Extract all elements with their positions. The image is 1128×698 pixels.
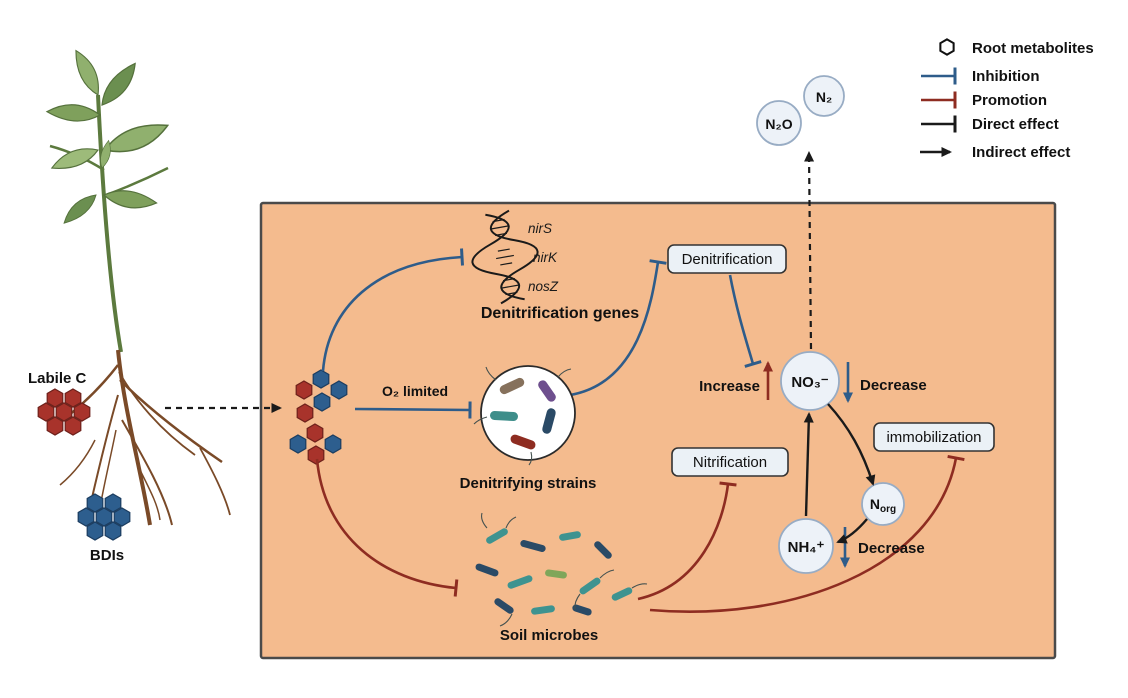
denitrification-box-label: Denitrification [682,251,773,268]
n2o-label: N₂O [765,116,792,132]
nh4-to-no3-arrow [803,412,814,517]
legend-promotion-label: Promotion [972,92,1047,109]
n2-node [803,75,845,117]
nitrification-box [671,447,789,477]
norg-node [861,482,905,526]
no3-label: NO₃⁻ [791,374,828,391]
soil-microbes-label: Soil microbes [500,627,598,644]
legend-direct-effect-label: Direct effect [972,116,1059,133]
soil-microbes-illustration [475,512,648,627]
norg-to-nh4-arrow [836,518,868,544]
plant-stem [96,94,123,353]
immobilization-box [873,422,995,452]
legend-inhibition-label: Inhibition [972,68,1039,85]
promotion-curve-microbes-to-nitrification [637,481,737,601]
root-metabolite-hexagon-icon [939,38,955,56]
inhibition-curve-strains-to-denitrification [569,259,667,397]
labile-c-label: Labile C [28,370,87,387]
no3-decrease-label: Decrease [860,377,927,394]
n2-label: N₂ [816,89,832,105]
o2-limited-label: O₂ limited [382,383,448,399]
promotion-curve-metabolites-to-microbes [315,458,459,597]
no3-node [780,351,840,411]
denitrification-box [667,244,787,274]
denitrifying-strains-circle [473,365,576,466]
gene-nirk-label: nirK [533,250,558,265]
inhibition-curve-metabolites-to-genes [321,248,464,372]
bdis-label: BDIs [90,547,124,564]
legend-indirect-effect-label: Indirect effect [972,144,1070,161]
soil-box [259,201,1057,660]
promotion-curve-microbes-to-immobilization [649,454,965,613]
no3-to-norg-arrow [827,403,876,486]
inhibition-line-metabolites-to-strains [354,401,472,419]
immobilization-box-label: immobilization [886,429,981,446]
legend: Root metabolites Inhibition Promotion Di… [920,38,1094,161]
labile-c-hexagon-cluster [37,388,91,436]
nh4-label: NH₄⁺ [788,539,825,556]
plant-illustration [45,49,231,531]
nh4-node [778,518,834,574]
dna-icon [471,209,539,305]
n2o-node [756,100,802,146]
denitrification-genes-caption: Denitrification genes [481,305,639,322]
inhibition-curve-denitrification-to-no3 [728,274,762,368]
nitrification-box-label: Nitrification [693,454,767,471]
nh4-decrease-label: Decrease [858,540,925,557]
denitrifying-strains-label: Denitrifying strains [460,475,597,492]
legend-root-metabolites-label: Root metabolites [972,40,1094,57]
plant-leaves [45,49,170,224]
gene-nosz-label: nosZ [528,279,559,294]
norg-label: Norg [870,496,896,515]
no3-increase-label: Increase [699,378,760,395]
gene-nirs-label: nirS [528,221,552,236]
bdis-hexagon-cluster [77,493,131,541]
